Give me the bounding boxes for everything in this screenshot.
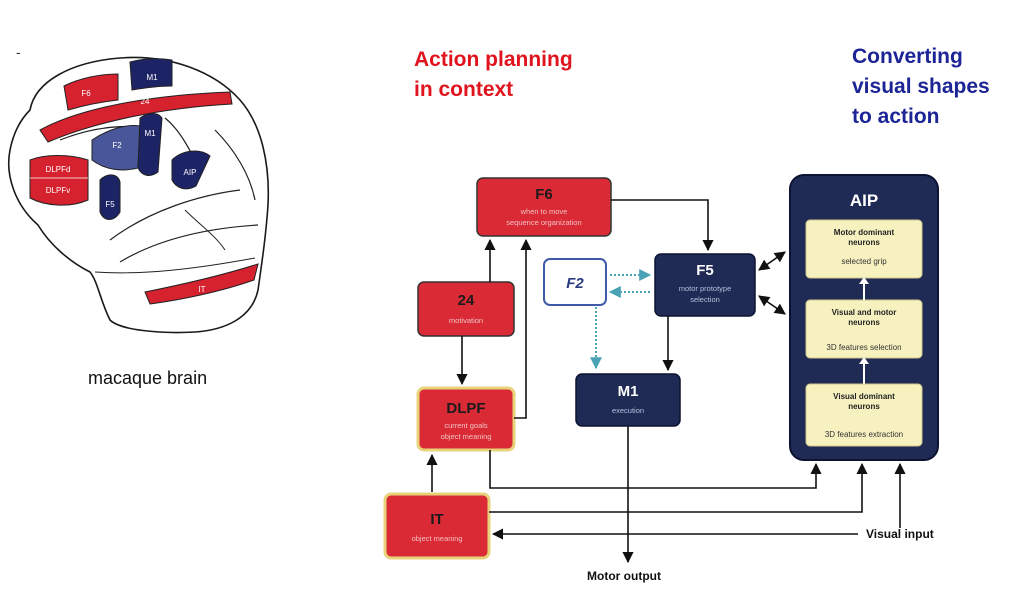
arrow-dlpf-to-f6 — [514, 238, 532, 419]
brain-label-m1: M1 — [144, 129, 156, 138]
m1-box — [575, 373, 681, 427]
left-title-line-2: in context — [414, 78, 514, 101]
brain-label-it: IT — [198, 285, 205, 294]
sulcus-line — [184, 209, 226, 251]
aip-box-vd-line-1: Visual dominant — [833, 392, 895, 401]
sulcus-line — [214, 129, 256, 201]
sulcus-line — [94, 257, 256, 274]
f6-sub-2: sequence organization — [506, 218, 581, 227]
brain-label-dlpfv: DLPFv — [46, 186, 70, 195]
sulcus-line — [119, 224, 259, 263]
sulcus-line — [109, 189, 241, 241]
dlpf-sub-2: object meaning — [441, 432, 492, 441]
brain-area-it — [144, 263, 259, 305]
aip-box-vd-line-2: neurons — [848, 402, 880, 411]
f2-box — [543, 258, 607, 306]
f5-box — [654, 253, 756, 317]
brain-area-m1-top — [129, 58, 173, 91]
f5-title: F5 — [696, 262, 714, 279]
dlpf-box — [416, 386, 516, 452]
it-box — [383, 492, 491, 560]
aip-box-vm-line-3: 3D features selection — [826, 343, 901, 352]
left-title: Action planning in context — [414, 45, 573, 105]
aip-box-vd-line-3: 3D features extraction — [825, 430, 903, 439]
f5-sub-2: selection — [690, 295, 720, 304]
aip-arrowhead — [859, 277, 869, 284]
brain-label-m1-top: M1 — [146, 73, 158, 82]
brain-label-f5: F5 — [105, 200, 115, 209]
brain-caption: macaque brain — [88, 368, 208, 388]
aip-box-vm-line-2: neurons — [848, 318, 880, 327]
m1-sub: execution — [612, 406, 644, 415]
f6-title: F6 — [535, 186, 553, 203]
area24-box — [417, 281, 515, 337]
right-title: Converting visual shapes to action — [852, 42, 990, 132]
brain-area-dlpf — [29, 155, 89, 206]
dlpf-title: DLPF — [446, 400, 485, 417]
aip-panel-title: AIP — [850, 191, 878, 210]
arrow-it-to-aip — [489, 462, 868, 513]
f2-title: F2 — [566, 275, 584, 292]
right-title-line-1: Converting — [852, 45, 963, 68]
macaque-brain-illustration: F6 M1 24 M1 F2 DLPFd DLPFv AIP F5 IT — [7, 56, 270, 334]
brain-area-f6 — [63, 73, 119, 111]
brain-area-f5 — [99, 174, 121, 220]
brain-label-aip: AIP — [184, 168, 197, 177]
brain-area-m1 — [137, 113, 163, 176]
right-title-line-2: visual shapes — [852, 75, 990, 98]
brain-area-aip — [171, 150, 211, 190]
arrow-dlpf-to-aip — [489, 450, 822, 489]
motor-output-label: Motor output — [587, 569, 661, 583]
brain-label-f6: F6 — [81, 89, 91, 98]
brain-area-24 — [39, 91, 233, 143]
right-title-line-3: to action — [852, 105, 940, 128]
aip-box-motor-line-3: selected grip — [841, 257, 887, 266]
arrow-f5-aip-lower — [758, 295, 786, 315]
it-sub: object meaning — [412, 534, 463, 543]
it-title: IT — [430, 511, 443, 528]
brain-label-24: 24 — [141, 97, 150, 106]
arrow-f5-aip-upper — [758, 251, 786, 271]
brain-label-dlpfd: DLPFd — [46, 165, 71, 174]
area24-sub: motivation — [449, 316, 483, 325]
aip-box-motor-line-1: Motor dominant — [834, 228, 895, 237]
f6-sub-1: when to move — [520, 207, 568, 216]
aip-box-vm-line-1: Visual and motor — [832, 308, 897, 317]
aip-box-motor-line-2: neurons — [848, 238, 880, 247]
dlpf-sub-1: current goals — [444, 421, 488, 430]
aip-arrowhead — [859, 357, 869, 364]
f6-box — [476, 177, 612, 237]
arrow-f6-to-f5 — [611, 199, 714, 252]
left-title-line-1: Action planning — [414, 48, 573, 71]
dash-mark: - — [16, 44, 21, 60]
f5-sub-1: motor prototype — [679, 284, 732, 293]
area24-title: 24 — [458, 292, 475, 309]
visual-input-label: Visual input — [866, 527, 934, 541]
brain-label-f2: F2 — [112, 141, 122, 150]
m1-title: M1 — [618, 383, 639, 400]
